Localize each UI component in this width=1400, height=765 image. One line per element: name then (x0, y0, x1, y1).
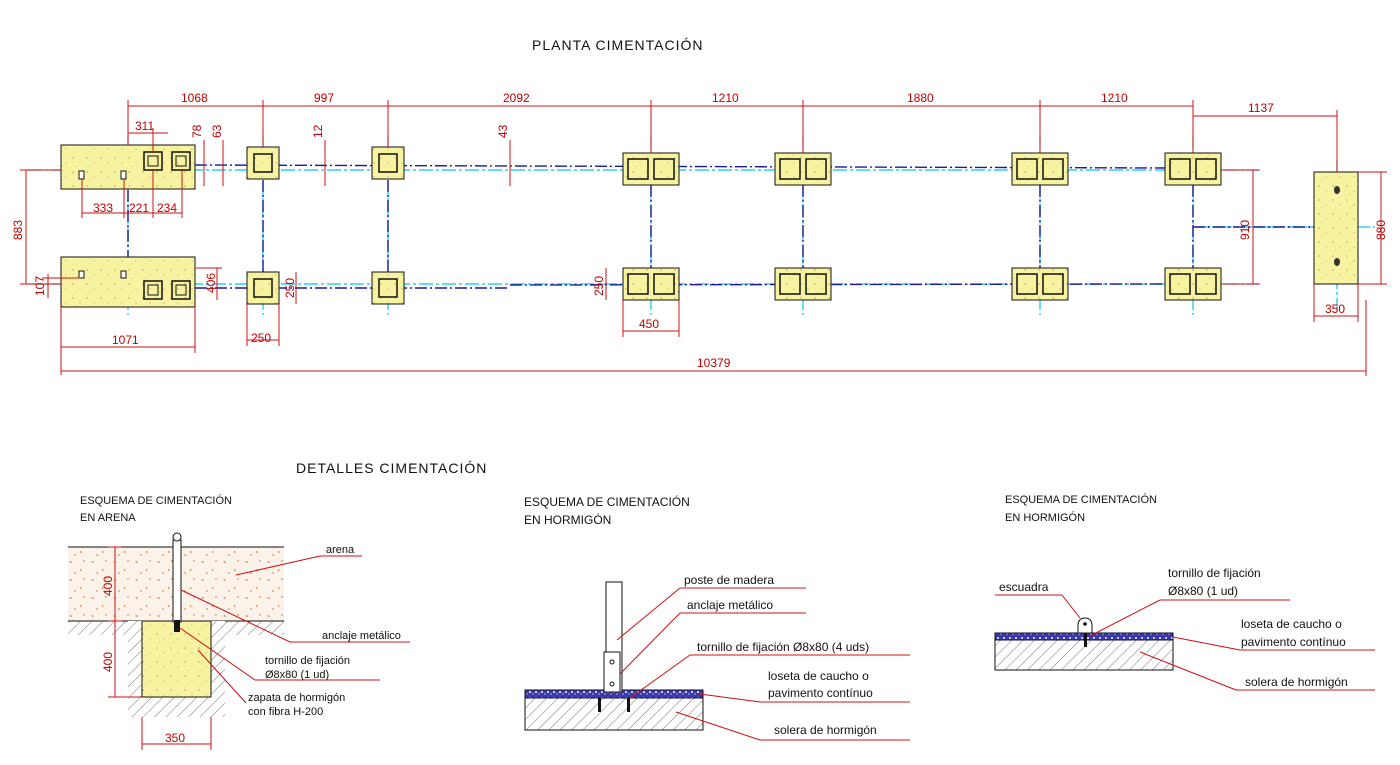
label-loseta-post-2: pavimento contínuo (768, 686, 873, 700)
detail-concrete-bracket: ESQUEMA DE CIMENTACIÓN EN HORMIGÓN escua… (994, 493, 1375, 691)
detail-post-title-2: EN HORMIGÓN (524, 512, 611, 527)
metal-anchor (603, 651, 621, 693)
label-tornillo-bracket-2: Ø8x80 (1 ud) (1168, 584, 1238, 598)
dim-1068: 1068 (181, 91, 208, 105)
detail-sand: ESQUEMA DE CIMENTACIÓN EN ARENA 400 400 … (68, 494, 410, 750)
label-arena: arena (326, 544, 355, 556)
dim-1071: 1071 (112, 333, 139, 347)
dim-1210-a: 1210 (712, 91, 739, 105)
dim-250-b: 250 (283, 278, 297, 298)
label-loseta-bracket-1: loseta de caucho o (1241, 617, 1342, 631)
dim-880: 880 (1374, 220, 1388, 240)
detail-post-title-1: ESQUEMA DE CIMENTACIÓN (524, 494, 690, 509)
dim-1210-b: 1210 (1101, 91, 1128, 105)
dim-107: 107 (33, 276, 47, 296)
dim-883: 883 (11, 220, 25, 240)
sand-dim-400-b: 400 (101, 652, 115, 672)
label-loseta-post-1: loseta de caucho o (768, 669, 869, 683)
dim-311: 311 (135, 119, 154, 133)
label-solera-bracket: solera de hormigón (1245, 675, 1348, 689)
dim-250-a: 250 (251, 331, 271, 345)
dim-43: 43 (496, 124, 510, 138)
dim-78: 78 (190, 124, 204, 138)
dim-221: 221 (129, 201, 149, 215)
dim-1137: 1137 (1248, 101, 1274, 115)
detail-sand-title-1: ESQUEMA DE CIMENTACIÓN (80, 494, 232, 507)
label-solera-post: solera de hormigón (774, 723, 877, 737)
label-poste: poste de madera (684, 573, 774, 587)
label-tornillo-sand-1: tornillo de fijación (265, 655, 350, 667)
dim-350: 350 (1325, 302, 1345, 316)
dim-250-c: 250 (592, 276, 606, 296)
label-zapata-2: con fibra H-200 (248, 706, 323, 718)
footing-single (246, 146, 280, 180)
dim-333: 333 (93, 201, 113, 215)
dim-63: 63 (210, 124, 224, 138)
label-anclaje-sand: anclaje metálico (322, 630, 401, 642)
footing-double (622, 152, 680, 186)
dim-406: 406 (204, 273, 218, 293)
dim-450: 450 (639, 317, 659, 331)
detail-bracket-title-1: ESQUEMA DE CIMENTACIÓN (1005, 493, 1157, 506)
sand-dim-400-a: 400 (101, 576, 115, 596)
label-tornillo-bracket-1: tornillo de fijación (1168, 566, 1261, 580)
detail-concrete-post: ESQUEMA DE CIMENTACIÓN EN HORMIGÓN poste… (524, 494, 910, 741)
label-anclaje-post: anclaje metálico (687, 598, 773, 612)
tie-beams (127, 164, 1314, 289)
dim-12: 12 (311, 124, 325, 138)
dim-234: 234 (157, 201, 177, 215)
sand-footing (141, 620, 212, 698)
sand-dim-350: 350 (165, 731, 185, 745)
details-title: DETALLES CIMENTACIÓN (296, 460, 487, 476)
plan-title: PLANTA CIMENTACIÓN (532, 37, 704, 53)
sand-post (172, 539, 182, 623)
label-tornillo-post: tornillo de fijación Ø8x80 (4 uds) (697, 640, 869, 654)
detail-bracket-title-2: EN HORMIGÓN (1005, 511, 1085, 524)
dim-910: 910 (1238, 220, 1252, 240)
dim-10379: 10379 (697, 356, 731, 370)
dim-997: 997 (314, 91, 334, 105)
label-zapata-1: zapata de hormigón (248, 692, 345, 704)
label-loseta-bracket-2: pavimento contínuo (1241, 635, 1346, 649)
footings (60, 144, 1359, 308)
plan-dimension-lines (20, 100, 1387, 376)
plan-dimension-labels: 1068 997 2092 1210 1880 1210 1137 311 78… (11, 91, 1388, 370)
detail-sand-title-2: EN ARENA (80, 512, 136, 524)
dim-2092: 2092 (503, 91, 530, 105)
label-tornillo-sand-2: Ø8x80 (1 ud) (265, 669, 329, 681)
dim-1880: 1880 (907, 91, 934, 105)
label-escuadra: escuadra (999, 580, 1049, 594)
